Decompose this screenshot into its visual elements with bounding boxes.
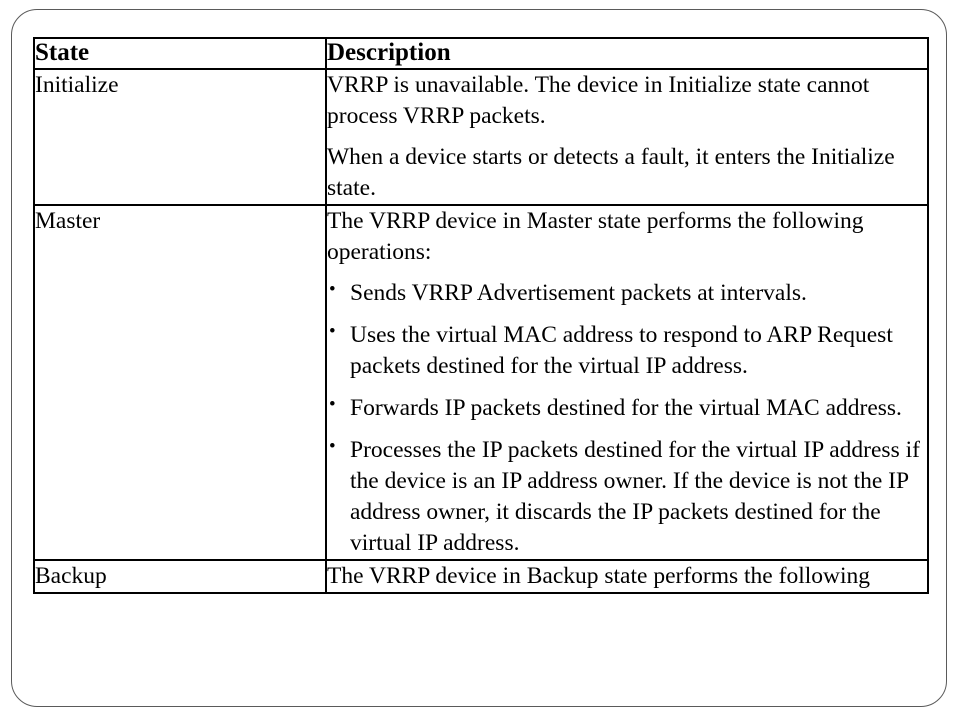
cell-state-initialize: Initialize (33, 67, 327, 206)
column-header-state: State (33, 37, 327, 70)
list-item: Processes the IP packets destined for th… (327, 434, 927, 559)
description-paragraph: The VRRP device in Master state performs… (327, 207, 864, 265)
vrrp-state-table: State Description Initialize VRRP is una… (33, 37, 929, 594)
description-paragraph: VRRP is unavailable. The device in Initi… (327, 71, 870, 129)
list-item: Uses the virtual MAC address to respond … (327, 319, 927, 382)
table-header: State Description (33, 37, 929, 70)
description-paragraph: When a device starts or detects a fault,… (327, 143, 895, 201)
table-header-row: State Description (33, 37, 929, 70)
cell-state-backup: Backup (33, 558, 327, 594)
description-paragraph: The VRRP device in Backup state performs… (327, 562, 871, 589)
cell-description-master: The VRRP device in Master state performs… (325, 203, 929, 561)
cell-state-master: Master (33, 203, 327, 561)
column-header-description: Description (325, 37, 929, 70)
table-row: Initialize VRRP is unavailable. The devi… (33, 67, 929, 206)
table-row: Backup The VRRP device in Backup state p… (33, 558, 929, 594)
cell-description-backup: The VRRP device in Backup state performs… (325, 558, 929, 594)
list-item: Forwards IP packets destined for the vir… (327, 392, 927, 424)
description-bullet-list: Sends VRRP Advertisement packets at inte… (327, 277, 927, 559)
list-item: Sends VRRP Advertisement packets at inte… (327, 277, 927, 309)
table-body: Initialize VRRP is unavailable. The devi… (33, 67, 929, 594)
cell-description-initialize: VRRP is unavailable. The device in Initi… (325, 67, 929, 206)
table-row: Master The VRRP device in Master state p… (33, 203, 929, 561)
